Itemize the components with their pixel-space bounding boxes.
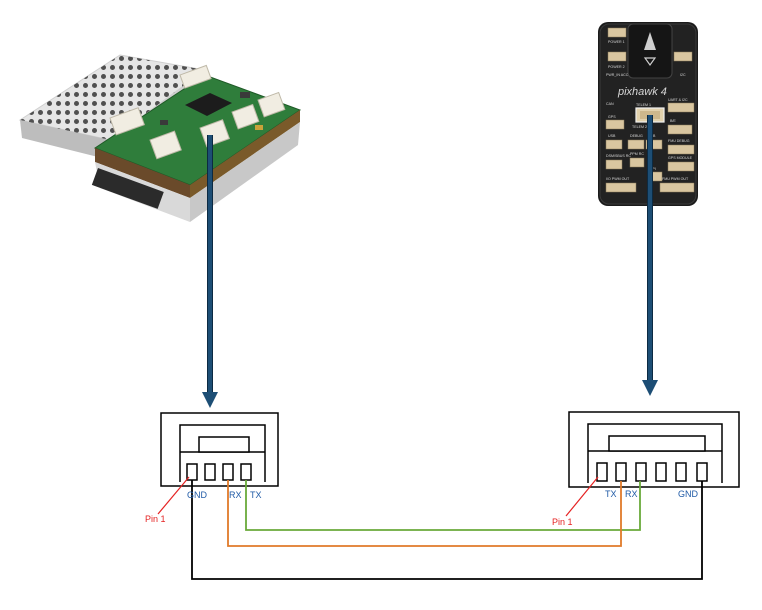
left-rx-label: RX xyxy=(229,490,242,500)
port-label-i2c: I2C xyxy=(680,73,686,77)
right-gnd-label: GND xyxy=(678,489,699,499)
left-pin1-label: Pin 1 xyxy=(145,514,166,524)
port-label-uart-i2c: UART & I2C xyxy=(668,98,688,102)
port-label-gps: GPS xyxy=(608,115,616,119)
right-pin1-label: Pin 1 xyxy=(552,517,573,527)
left-connector xyxy=(160,412,279,487)
port-label-can: CAN xyxy=(606,102,614,106)
left-pin1-pointer xyxy=(157,476,190,515)
port-label-fmu-pwm-out: FMU PWM OUT xyxy=(662,177,689,181)
port-label-gps-module: GPS MODULE xyxy=(668,156,693,160)
port-label-dsm-sbus: DSM/SBUS RC xyxy=(606,154,631,158)
companion-computer-image xyxy=(18,54,302,222)
right-pin-3 xyxy=(635,462,647,482)
right-pin-2 xyxy=(615,462,627,482)
port-label-be: B/E xyxy=(670,119,676,123)
port-label-power1: POWER 1 xyxy=(608,40,625,44)
left-pin-3 xyxy=(222,463,234,481)
right-connector xyxy=(568,411,740,488)
port-label-telem1: TELEM 1 xyxy=(636,103,651,107)
port-label-telem2: TELEM 2 xyxy=(632,125,647,129)
left-gnd-label: GND xyxy=(187,490,208,500)
right-pin1-pointer xyxy=(565,476,599,517)
left-tx-label: TX xyxy=(250,490,262,500)
left-pin-4 xyxy=(240,463,252,481)
right-pin-6 xyxy=(696,462,708,482)
port-label-power2: POWER 2 xyxy=(608,65,625,69)
port-label-fmu-debug: FMU DEBUG xyxy=(668,139,690,143)
right-rx-label: RX xyxy=(625,489,638,499)
right-pin-4 xyxy=(655,462,667,482)
left-pin-2 xyxy=(204,463,216,481)
right-pin-1 xyxy=(596,462,608,482)
arrowhead-logo-icon xyxy=(643,32,657,67)
port-label-usb: USB xyxy=(608,134,616,138)
rx-wire xyxy=(227,480,622,547)
port-label-debug: DEBUG xyxy=(630,134,643,138)
right-pin-5 xyxy=(675,462,687,482)
port-label-ppm-rc: PPM RC xyxy=(630,152,644,156)
pixhawk-4-image: pixhawk 4 POWER 1 POWER 2 PWR_ xyxy=(598,22,698,206)
port-label-io-pwm-out: I/O PWM OUT xyxy=(606,177,630,181)
pixhawk-brand-text: pixhawk 4 xyxy=(617,86,667,98)
right-tx-label: TX xyxy=(605,489,617,499)
tx-wire xyxy=(245,480,641,531)
gnd-wire xyxy=(191,480,703,580)
port-label-pwr-in-acc: PWR_IN ACC xyxy=(606,73,629,77)
